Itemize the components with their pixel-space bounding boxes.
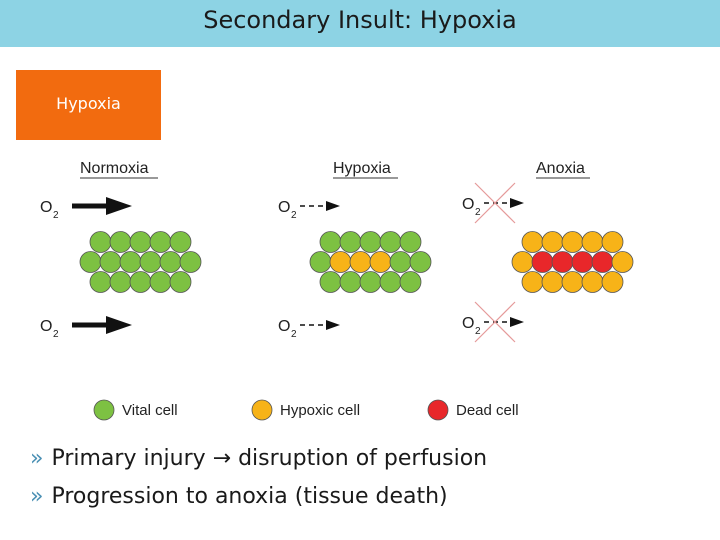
dead-cell [591, 251, 614, 273]
vital-cell [339, 231, 362, 253]
bullet-text: Primary injury → disruption of perfusion [51, 446, 488, 471]
vital-cell [379, 271, 402, 293]
vital-cell [109, 231, 132, 253]
topic-tag-label: Hypoxia [56, 94, 121, 113]
oxygen-arrow-head [106, 316, 132, 334]
vital-cell [359, 271, 382, 293]
hypoxic-cell [349, 251, 372, 273]
vital-cell [399, 271, 422, 293]
hypoxic-cell [611, 251, 634, 273]
hypoxic-cell [601, 271, 624, 293]
slide-title: Secondary Insult: Hypoxia [203, 6, 517, 34]
legend-label: Dead cell [456, 402, 519, 419]
o2-subscript: 2 [53, 329, 59, 340]
panel-heading: Anoxia [536, 160, 585, 177]
legend-swatch [251, 399, 273, 421]
vital-cell [89, 231, 112, 253]
topic-tag: Hypoxia [16, 70, 161, 140]
hypoxic-cell [521, 271, 544, 293]
vital-cell [89, 271, 112, 293]
legend-label: Vital cell [122, 402, 178, 419]
hypoxic-cell [601, 231, 624, 253]
oxygen-arrow-head [510, 198, 524, 208]
panel-heading: Hypoxia [333, 160, 391, 177]
hypoxic-cell [329, 251, 352, 273]
o2-label: O [40, 318, 52, 335]
legend-swatch [427, 399, 449, 421]
dead-cell [571, 251, 594, 273]
dead-cell [551, 251, 574, 273]
blocked-cross [474, 182, 516, 224]
o2-subscript: 2 [475, 326, 481, 337]
legend-swatch [93, 399, 115, 421]
oxygen-arrow-head [106, 197, 132, 215]
vital-cell [359, 231, 382, 253]
vital-cell [389, 251, 412, 273]
bullet-item: » Primary injury → disruption of perfusio… [30, 440, 710, 478]
vital-cell [169, 271, 192, 293]
bullet-text: Progression to anoxia (tissue death) [51, 484, 448, 509]
hypoxic-cell [561, 271, 584, 293]
vital-cell [109, 271, 132, 293]
oxygen-arrow-head [510, 317, 524, 327]
o2-label: O [462, 196, 474, 213]
o2-label: O [462, 315, 474, 332]
o2-label: O [40, 199, 52, 216]
vital-cell [319, 231, 342, 253]
vital-cell [319, 271, 342, 293]
legend-label: Hypoxic cell [280, 402, 360, 419]
hypoxic-cell [581, 271, 604, 293]
o2-subscript: 2 [53, 210, 59, 221]
o2-subscript: 2 [475, 207, 481, 218]
bullet-marker: » [30, 446, 44, 471]
hypoxic-cell [541, 231, 564, 253]
title-bar [0, 0, 720, 47]
o2-label: O [278, 199, 290, 216]
vital-cell [309, 251, 332, 273]
vital-cell [179, 251, 202, 273]
vital-cell [99, 251, 122, 273]
hypoxic-cell [511, 251, 534, 273]
oxygen-arrow-head [326, 201, 340, 211]
panel-heading: Normoxia [80, 160, 149, 177]
vital-cell [149, 231, 172, 253]
vital-cell [379, 231, 402, 253]
hypoxic-cell [369, 251, 392, 273]
vital-cell [169, 231, 192, 253]
o2-subscript: 2 [291, 329, 297, 340]
vital-cell [159, 251, 182, 273]
vital-cell [339, 271, 362, 293]
o2-subscript: 2 [291, 210, 297, 221]
vital-cell [409, 251, 432, 273]
vital-cell [119, 251, 142, 273]
oxygen-arrow-head [326, 320, 340, 330]
bullet-item: » Progression to anoxia (tissue death) [30, 478, 710, 516]
vital-cell [129, 271, 152, 293]
vital-cell [139, 251, 162, 273]
bullet-list: » Primary injury → disruption of perfusio… [30, 440, 710, 516]
dead-cell [531, 251, 554, 273]
blocked-cross [474, 301, 516, 343]
hypoxic-cell [541, 271, 564, 293]
bullet-marker: » [30, 484, 44, 509]
hypoxic-cell [521, 231, 544, 253]
vital-cell [129, 231, 152, 253]
hypoxic-cell [581, 231, 604, 253]
vital-cell [399, 231, 422, 253]
vital-cell [149, 271, 172, 293]
o2-label: O [278, 318, 290, 335]
hypoxic-cell [561, 231, 584, 253]
vital-cell [79, 251, 102, 273]
